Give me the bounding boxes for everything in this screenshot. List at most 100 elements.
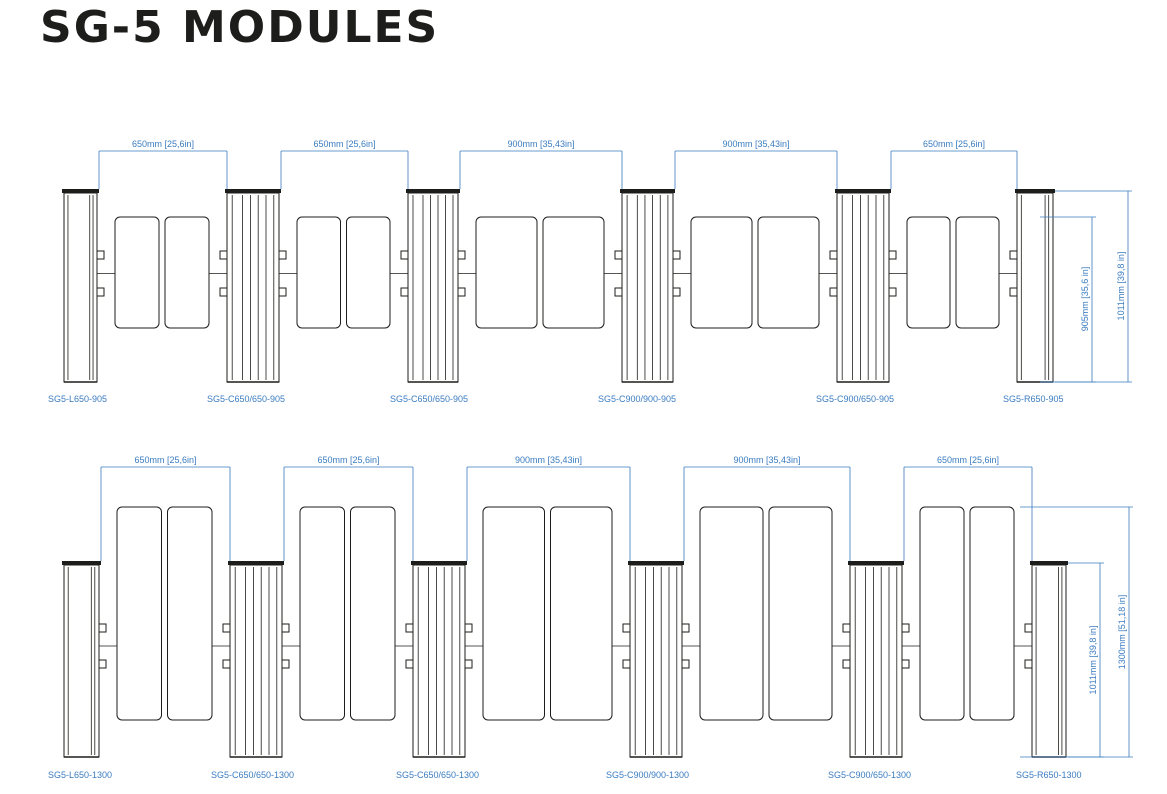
height-dimension-label: 1300mm [51,18 in] xyxy=(1117,595,1127,670)
module-label: SG5-L650-905 xyxy=(48,394,107,404)
hinge xyxy=(901,623,910,633)
hinge xyxy=(96,287,105,297)
module-label: SG5-C900/650-1300 xyxy=(828,770,911,780)
gate-panel xyxy=(699,506,764,721)
hinge xyxy=(219,250,228,260)
span-dimension-label: 900mm [35,43in] xyxy=(722,139,789,149)
page-title: SG-5 MODULES xyxy=(40,2,440,53)
hinge xyxy=(464,659,473,669)
module-label: SG5-C650/650-1300 xyxy=(211,770,294,780)
hinge xyxy=(681,623,690,633)
gate-panel xyxy=(164,216,210,329)
hinge xyxy=(1024,659,1033,669)
module-label: SG5-L650-1300 xyxy=(48,770,112,780)
gate-panel xyxy=(350,506,396,721)
hinge xyxy=(405,659,414,669)
gate-panel xyxy=(690,216,753,329)
module-label: SG5-C650/650-1300 xyxy=(396,770,479,780)
hinge xyxy=(842,659,851,669)
gate-panel xyxy=(955,216,1000,329)
gate-panel xyxy=(296,216,341,329)
cabinet-cap xyxy=(1030,561,1068,565)
cabinet-cap xyxy=(835,189,891,193)
gate-panel xyxy=(114,216,160,329)
hinge xyxy=(829,250,838,260)
hinge xyxy=(281,659,290,669)
cabinet-body xyxy=(412,564,466,758)
module-row-1300: 650mm [25,6in]650mm [25,6in]900mm [35,43… xyxy=(48,455,1133,780)
hinge xyxy=(457,287,466,297)
span-dimension-label: 900mm [35,43in] xyxy=(515,455,582,465)
height-dimension-label: 1011mm [39,8 in] xyxy=(1088,626,1098,695)
gate-panel xyxy=(906,216,951,329)
hinge xyxy=(281,623,290,633)
cabinet-cap xyxy=(406,189,460,193)
gate-panel xyxy=(757,216,820,329)
hinge xyxy=(278,287,287,297)
hinge xyxy=(888,250,897,260)
hinge xyxy=(614,287,623,297)
cabinet-cap xyxy=(1015,189,1055,193)
gate-panel xyxy=(550,506,613,721)
span-dimension-label: 900mm [35,43in] xyxy=(507,139,574,149)
hinge xyxy=(1009,250,1018,260)
hinge xyxy=(829,287,838,297)
cabinet-body xyxy=(63,564,100,758)
hinge xyxy=(222,659,231,669)
cabinet-body xyxy=(1016,192,1054,383)
gate-panel xyxy=(116,506,162,721)
hinge xyxy=(278,250,287,260)
hinge xyxy=(464,623,473,633)
span-dimension-label: 650mm [25,6in] xyxy=(923,139,985,149)
cabinet-body xyxy=(226,192,280,383)
module-row-905: 650mm [25,6in]650mm [25,6in]900mm [35,43… xyxy=(48,139,1132,404)
gate-panel xyxy=(969,506,1015,721)
module-label: SG5-R650-905 xyxy=(1003,394,1064,404)
cabinet-cap xyxy=(411,561,467,565)
hinge xyxy=(901,659,910,669)
gate-panel xyxy=(542,216,605,329)
module-label: SG5-C900/900-1300 xyxy=(606,770,689,780)
hinge xyxy=(672,250,681,260)
cabinet-body xyxy=(629,564,683,758)
hinge xyxy=(622,659,631,669)
gate-panel xyxy=(299,506,345,721)
cabinet-body xyxy=(407,192,459,383)
hinge xyxy=(98,623,107,633)
cabinet-body xyxy=(836,192,890,383)
gate-panel xyxy=(346,216,391,329)
cabinet-body xyxy=(229,564,283,758)
cabinet-body xyxy=(1031,564,1067,758)
cabinet-cap xyxy=(628,561,684,565)
hinge xyxy=(98,659,107,669)
cabinet-body xyxy=(849,564,903,758)
hinge xyxy=(405,623,414,633)
cabinet-body xyxy=(63,192,98,383)
hinge xyxy=(681,659,690,669)
hinge xyxy=(222,623,231,633)
height-dimension-label: 905mm [35,6 in] xyxy=(1080,267,1090,332)
height-dimension-label: 1011mm [39,8 in] xyxy=(1116,252,1126,321)
module-label: SG5-C900/650-905 xyxy=(816,394,894,404)
gate-panel xyxy=(482,506,545,721)
cabinet-cap xyxy=(228,561,284,565)
hinge xyxy=(400,287,409,297)
cabinet-cap xyxy=(848,561,904,565)
gate-panel xyxy=(475,216,538,329)
hinge xyxy=(400,250,409,260)
cabinet-cap xyxy=(225,189,281,193)
span-dimension-label: 650mm [25,6in] xyxy=(134,455,196,465)
cabinet-cap xyxy=(62,189,99,193)
module-label: SG5-C650/650-905 xyxy=(207,394,285,404)
hinge xyxy=(457,250,466,260)
hinge xyxy=(672,287,681,297)
gate-panel xyxy=(919,506,965,721)
gate-panel xyxy=(167,506,213,721)
cabinet-body xyxy=(621,192,674,383)
cabinet-cap xyxy=(620,189,675,193)
hinge xyxy=(219,287,228,297)
hinge xyxy=(96,250,105,260)
hinge xyxy=(614,250,623,260)
cabinet-cap xyxy=(62,561,101,565)
